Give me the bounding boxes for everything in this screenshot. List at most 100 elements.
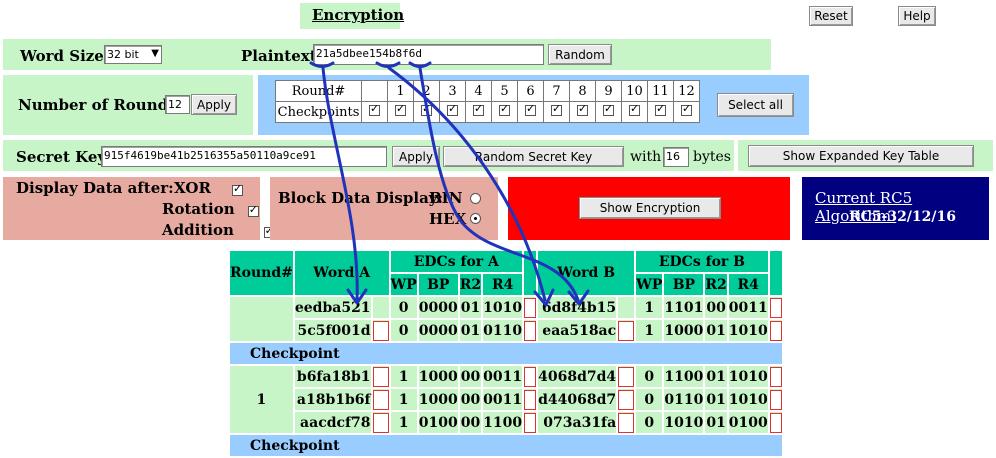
page-title: Encryption <box>312 6 405 24</box>
edc-a-column-header: EDCs for A <box>390 251 523 272</box>
checkpoint-checkbox[interactable] <box>629 102 640 116</box>
r4-value: 0011 <box>728 297 768 318</box>
bp-value: 1000 <box>664 320 704 341</box>
rounds-input[interactable]: 12 <box>165 95 190 114</box>
random-secret-key-button[interactable]: Random Secret Key <box>443 146 624 167</box>
edc-error-box <box>618 366 635 387</box>
table-row: 5c5f001d 0 0000 01 0110 eaa518ac 1 1000 … <box>230 320 782 341</box>
checkpoint-checkbox[interactable] <box>577 102 588 116</box>
bp-value: 0000 <box>418 320 458 341</box>
round-number: 2 <box>413 80 440 102</box>
r4-value: 1010 <box>483 297 523 318</box>
bin-radio[interactable] <box>470 193 481 204</box>
key-apply-button[interactable]: Apply <box>392 146 440 167</box>
checkpoint-checkbox[interactable] <box>447 102 458 116</box>
show-expanded-key-button[interactable]: Show Expanded Key Table <box>748 145 974 167</box>
word-a-value: b6fa18b1 <box>294 366 371 387</box>
checkpoint-checkbox[interactable] <box>473 102 484 116</box>
secret-key-input[interactable]: 915f4619be41b2516355a50110a9ce91 <box>101 146 387 167</box>
display-after-panel <box>3 177 260 240</box>
edc-marker-cell <box>372 297 389 318</box>
wp-header: WP <box>390 274 417 295</box>
wp-header: WP <box>636 274 663 295</box>
rounds-apply-button[interactable]: Apply <box>191 94 237 115</box>
wp-value: 1 <box>636 320 663 341</box>
round-number: 1 <box>387 80 414 102</box>
rotation-label: Rotation <box>162 200 235 218</box>
bp-value: 0100 <box>418 412 458 433</box>
table-row: eedba521 0 0000 01 1010 6d8f4b15 1 1101 … <box>230 297 782 341</box>
round-number: 4 <box>465 80 492 102</box>
round-number: 6 <box>517 80 544 102</box>
checkpoint-checkbox[interactable] <box>603 102 614 116</box>
checkpoint-checkbox[interactable] <box>499 102 510 116</box>
round-number: 12 <box>673 80 700 102</box>
checkpoint-checkbox[interactable] <box>551 102 562 116</box>
bp-value: 1101 <box>664 297 704 318</box>
table-row: a18b1b6f 1 1000 00 0011 d44068d7 0 0110 … <box>230 389 782 410</box>
r4-value: 0011 <box>483 366 523 387</box>
round-number: 10 <box>621 80 648 102</box>
word-size-select[interactable]: 32 bit ▼ <box>104 45 162 64</box>
rotation-checkbox[interactable] <box>247 203 259 217</box>
plaintext-label: Plaintext: <box>241 47 323 65</box>
edc-b-column-header: EDCs for B <box>636 251 768 272</box>
bp-value: 1000 <box>418 366 458 387</box>
checkpoint-checkbox[interactable] <box>681 102 692 116</box>
r4-value: 0110 <box>483 320 523 341</box>
table-row: aacdcf78 1 0100 00 1100 073a31fa 0 1010 … <box>230 412 782 433</box>
xor-checkbox[interactable] <box>232 182 243 196</box>
wp-value: 0 <box>390 320 417 341</box>
edc-error-box <box>372 412 389 433</box>
checkpoint-checkbox[interactable] <box>421 102 432 116</box>
block-display-label: Block Data Display: <box>278 189 444 207</box>
r2-value: 01 <box>459 297 482 318</box>
block-display-panel <box>270 177 498 240</box>
edc-error-box <box>524 366 537 387</box>
show-encryption-button[interactable]: Show Encryption <box>579 197 721 219</box>
r2-value: 00 <box>705 297 727 318</box>
plaintext-input[interactable]: 21a5dbee154b8f6d <box>313 44 544 65</box>
key-bytes-input[interactable]: 16 <box>663 147 689 167</box>
algorithm-link[interactable]: Current RC5 Algorithm: <box>815 189 913 225</box>
bp-value: 1100 <box>664 366 704 387</box>
word-a-value: 5c5f001d <box>294 320 371 341</box>
edc-marker-cell <box>618 297 635 318</box>
checkpoint-checkbox[interactable] <box>655 102 666 116</box>
edc-error-box <box>524 297 537 318</box>
checkpoint-checkbox[interactable] <box>395 102 406 116</box>
encryption-data-table: Round# Word A EDCs for A Word B EDCs for… <box>228 249 784 458</box>
word-a-value: aacdcf78 <box>294 412 371 433</box>
word-b-value: 073a31fa <box>538 412 617 433</box>
checkpoint-separator-row: Checkpoint <box>230 343 782 364</box>
r2-value: 00 <box>459 366 482 387</box>
reset-button[interactable]: Reset <box>809 6 853 26</box>
r2-value: 01 <box>705 320 727 341</box>
word-b-value: 6d8f4b15 <box>538 297 617 318</box>
checkpoint-label: Checkpoint <box>230 343 782 364</box>
table-header-row: Round# Word A EDCs for A Word B EDCs for… <box>230 251 782 295</box>
hex-radio[interactable] <box>470 213 481 224</box>
checkpoint-checkbox[interactable] <box>369 102 380 116</box>
round-number: 11 <box>647 80 674 102</box>
edc-error-box <box>769 412 782 433</box>
initial-round-cell <box>230 297 293 341</box>
edc-b-spacer <box>769 251 782 295</box>
checkpoint-table: Round# 1 2 3 4 5 6 7 8 9 10 11 12 Checkp… <box>275 80 700 123</box>
select-all-button[interactable]: Select all <box>717 93 794 117</box>
word-b-value: 4068d7d4 <box>538 366 617 387</box>
radio-dot-icon <box>474 217 477 220</box>
checkpoint-checkbox[interactable] <box>525 102 536 116</box>
wp-value: 0 <box>390 297 417 318</box>
table-row: 1 b6fa18b1 1 1000 00 0011 4068d7d4 0 110… <box>230 366 782 433</box>
random-plaintext-button[interactable]: Random <box>548 44 612 65</box>
edc-error-box <box>769 297 782 318</box>
display-after-label: Display Data after: <box>16 179 174 197</box>
r2-value: 01 <box>705 389 727 410</box>
help-button[interactable]: Help <box>898 6 936 26</box>
round-number: 8 <box>569 80 596 102</box>
wp-value: 1 <box>636 297 663 318</box>
r4-value: 1010 <box>728 366 768 387</box>
edc-a-spacer <box>524 251 537 295</box>
round-column-header: Round# <box>230 251 293 295</box>
